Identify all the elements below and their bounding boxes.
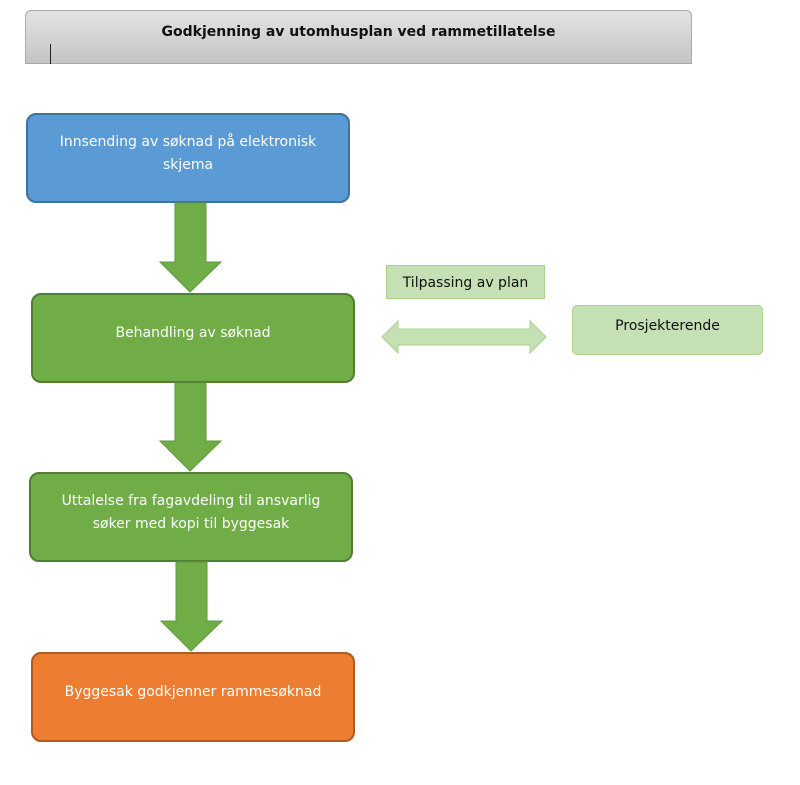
step-innsending-label: Innsending av søknad på elektronisk skje… [59,134,317,173]
bidirectional-arrow [381,319,547,355]
partner-label: Prosjekterende [615,318,720,334]
flow-arrow-2 [158,382,223,472]
step-godkjenner-label: Byggesak godkjenner rammesøknad [64,684,322,700]
text-cursor [50,44,51,64]
diagram-title: Godkjenning av utomhusplan ved rammetill… [161,24,556,40]
step-uttalelse[interactable]: Uttalelse fra fagavdeling til ansvarlig … [29,472,353,562]
partner-box[interactable]: Prosjekterende [572,305,763,355]
connector-label: Tilpassing av plan [386,265,545,299]
step-innsending[interactable]: Innsending av søknad på elektronisk skje… [26,113,350,203]
flow-arrow-3 [159,561,224,652]
step-godkjenner[interactable]: Byggesak godkjenner rammesøknad [31,652,355,742]
step-behandling-label: Behandling av søknad [115,325,271,341]
title-bar: Godkjenning av utomhusplan ved rammetill… [25,10,692,64]
step-behandling[interactable]: Behandling av søknad [31,293,355,383]
step-uttalelse-label: Uttalelse fra fagavdeling til ansvarlig … [61,493,321,532]
flow-arrow-1 [158,202,223,293]
